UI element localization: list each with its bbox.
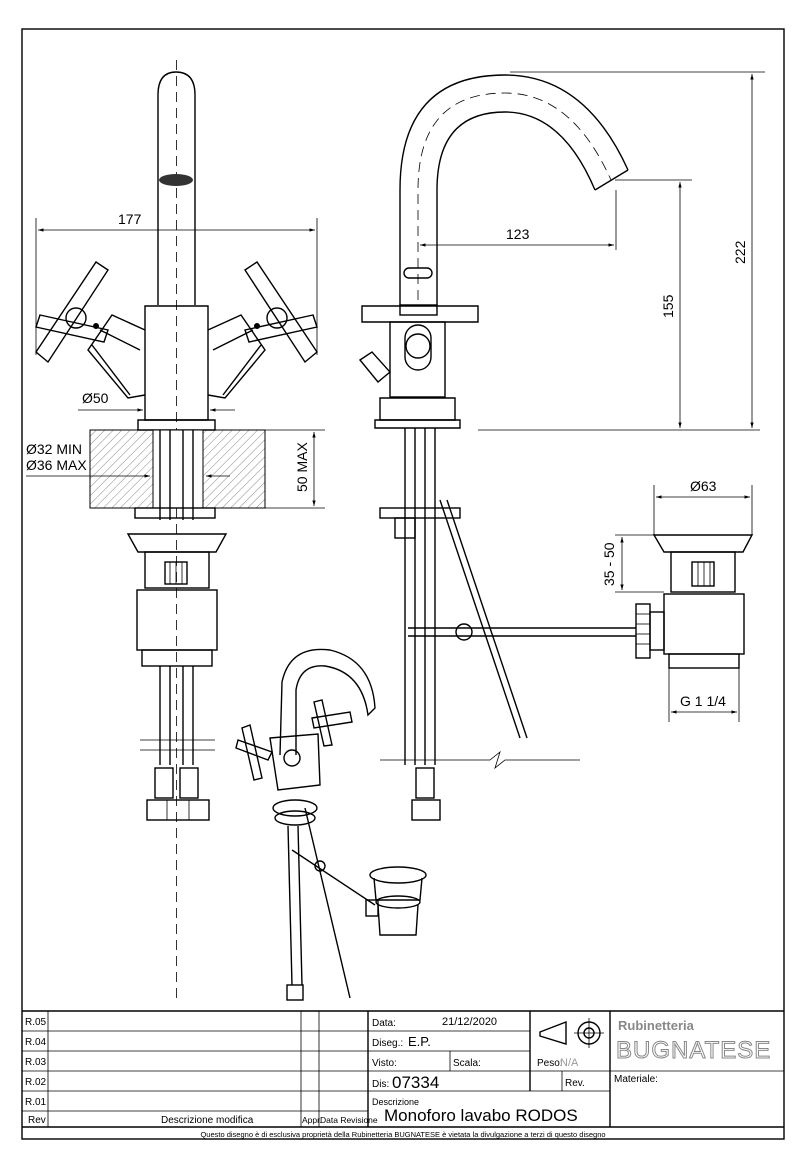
dis-label: Dis: <box>372 1079 389 1090</box>
dim-hole-max: Ø36 MAX <box>26 457 87 473</box>
rev-label-r05: R.05 <box>25 1017 47 1028</box>
peso-label: Peso: <box>537 1058 563 1069</box>
col-revision-date: Data Revisione <box>320 1115 378 1125</box>
dim-width-total: 177 <box>118 211 142 227</box>
projection-symbol-icon <box>539 1018 604 1048</box>
rev-label-r04: R.04 <box>25 1037 47 1048</box>
waste-detail: Ø63 35 - 50 G 1 1/4 <box>601 478 754 722</box>
col-rev: Rev <box>28 1115 46 1126</box>
diseg-value: E.P. <box>408 1034 431 1049</box>
dim-spout-height: 155 <box>660 294 676 318</box>
data-value: 21/12/2020 <box>442 1016 497 1028</box>
rev-label-r01: R.01 <box>25 1097 47 1108</box>
dim-total-height: 222 <box>732 240 748 264</box>
front-view: 177 Ø50 Ø32 MIN Ø36 MAX 50 MAX <box>26 60 325 1000</box>
drawing-number: 07334 <box>392 1073 439 1092</box>
dim-reach: 123 <box>506 226 530 242</box>
dim-hole-min: Ø32 MIN <box>26 441 82 457</box>
brand-small: Rubinetteria <box>618 1018 695 1033</box>
footer-disclaimer: Questo disegno è di esclusiva proprietà … <box>200 1130 605 1139</box>
title-block: R.05 R.04 R.03 R.02 R.01 Rev Descrizione… <box>22 1010 784 1139</box>
peso-value: N/A <box>560 1057 579 1069</box>
col-description: Descrizione modifica <box>161 1115 254 1126</box>
scala-label: Scala: <box>453 1058 481 1069</box>
materiale-label: Materiale: <box>614 1074 658 1085</box>
dim-base-diameter: Ø50 <box>82 390 109 406</box>
isometric-view <box>235 648 427 1001</box>
data-label: Data: <box>372 1018 396 1029</box>
rev-label-r03: R.03 <box>25 1057 47 1068</box>
aerator-icon <box>159 174 193 186</box>
visto-label: Visto: <box>372 1058 397 1069</box>
brand-logo: BUGNATESE <box>616 1037 771 1064</box>
sheet-frame <box>21 28 785 1140</box>
rev-label-r02: R.02 <box>25 1077 47 1088</box>
dim-waste-range: 35 - 50 <box>601 542 617 586</box>
col-approval: Appr. <box>302 1115 322 1125</box>
dim-deck-max: 50 MAX <box>294 442 310 492</box>
dim-waste-thread: G 1 1/4 <box>680 693 726 709</box>
dim-waste-diameter: Ø63 <box>690 478 717 494</box>
description-label: Descrizione <box>372 1097 419 1107</box>
diseg-label: Diseg.: <box>372 1038 403 1049</box>
side-view: 123 155 222 <box>358 71 765 821</box>
rev-field-label: Rev. <box>565 1078 585 1089</box>
description-value: Monoforo lavabo RODOS <box>384 1106 578 1125</box>
